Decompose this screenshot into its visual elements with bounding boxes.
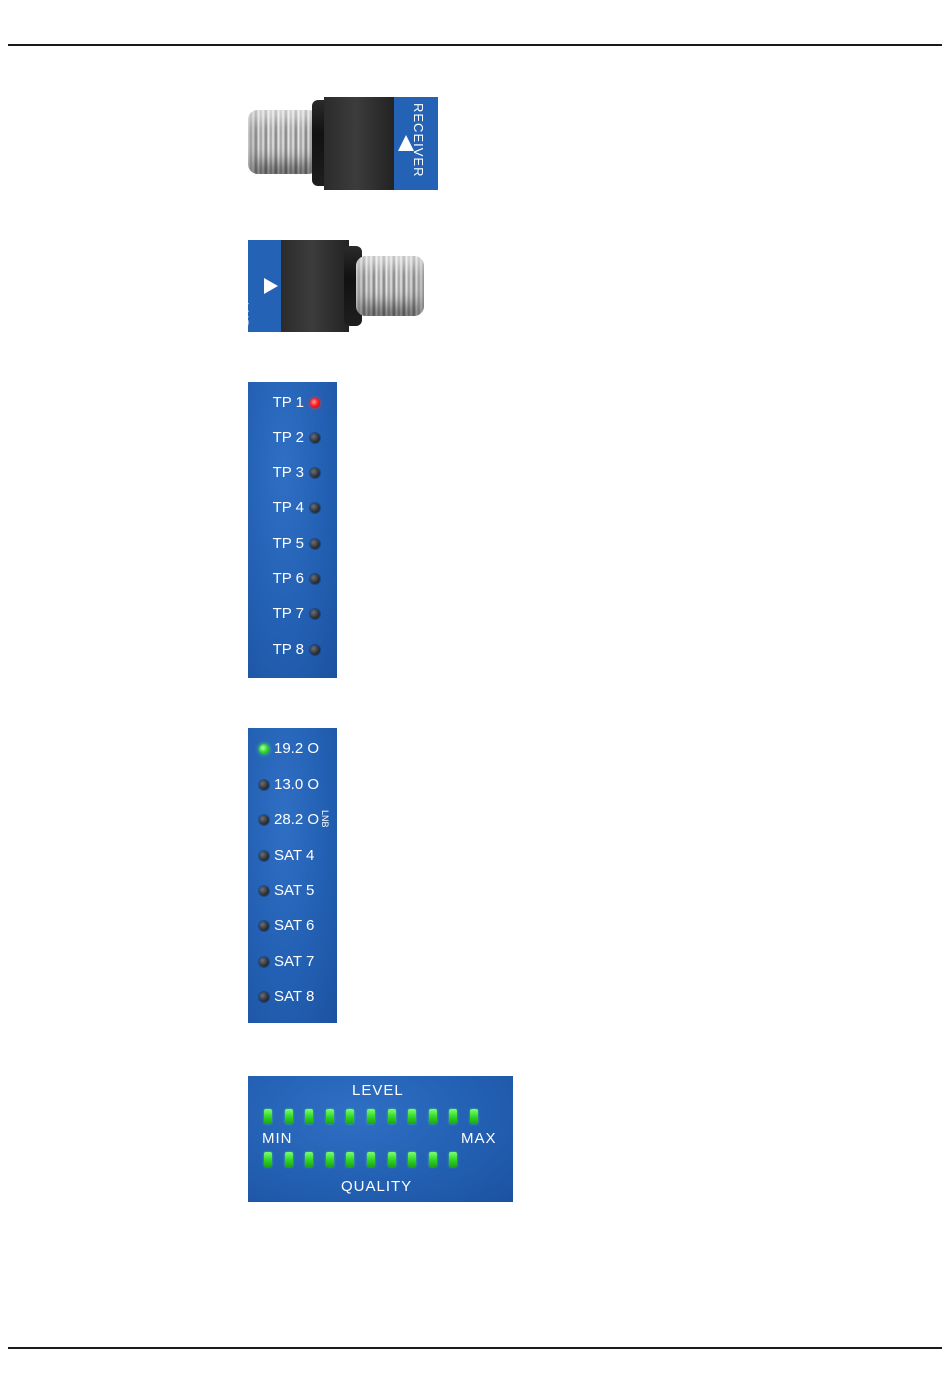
receiver-label: RECEIVER	[411, 103, 426, 177]
triangle-right-icon	[264, 278, 278, 294]
bar-segment	[408, 1109, 416, 1124]
tp-label: TP 2	[273, 428, 304, 448]
lnb-connector-figure: LNB	[248, 240, 424, 332]
sat-row: SAT 5	[248, 881, 336, 901]
tp-label: TP 8	[273, 640, 304, 660]
led-indicator-icon	[310, 645, 320, 655]
bar-segment	[346, 1109, 354, 1124]
sat-row: SAT 7	[248, 952, 336, 972]
bar-segment	[429, 1152, 437, 1167]
sat-row: SAT 4	[248, 846, 336, 866]
tp-label: TP 7	[273, 604, 304, 624]
tp-row: TP 3	[248, 463, 336, 483]
footer-rule	[8, 1347, 942, 1349]
level-quality-panel: LEVEL MIN MAX QUALITY	[248, 1076, 513, 1202]
lnb-label: LNB	[237, 302, 251, 328]
sat-row: 13.0 O	[248, 775, 336, 795]
f-connector-thread	[356, 256, 424, 316]
sat-label: SAT 6	[274, 916, 314, 936]
led-indicator-icon	[259, 780, 269, 790]
bar-segment	[264, 1152, 272, 1167]
led-indicator-icon	[310, 539, 320, 549]
bar-segment	[429, 1109, 437, 1124]
tp-row: TP 4	[248, 498, 336, 518]
tp-label: TP 6	[273, 569, 304, 589]
led-indicator-icon	[310, 574, 320, 584]
led-indicator-icon	[259, 992, 269, 1002]
bar-segment	[367, 1109, 375, 1124]
tp-label: TP 1	[273, 393, 304, 413]
sat-row: 19.2 O	[248, 739, 336, 759]
bar-segment	[326, 1152, 334, 1167]
bar-segment	[305, 1109, 313, 1124]
sat-label: 28.2 O	[274, 810, 319, 830]
led-indicator-icon	[310, 468, 320, 478]
bar-segment	[264, 1109, 272, 1124]
bar-segment	[388, 1109, 396, 1124]
max-label: MAX	[461, 1130, 497, 1147]
connector-body	[281, 240, 349, 332]
bar-segment	[326, 1109, 334, 1124]
led-indicator-icon	[310, 609, 320, 619]
min-label: MIN	[262, 1130, 293, 1147]
tp-label: TP 5	[273, 534, 304, 554]
receiver-connector-figure: RECEIVER	[248, 97, 438, 190]
quality-bar	[264, 1152, 494, 1168]
tp-row: TP 5	[248, 534, 336, 554]
bar-segment	[408, 1152, 416, 1167]
bar-segment	[285, 1109, 293, 1124]
sat-label: SAT 5	[274, 881, 314, 901]
lnb-side-label: LNB	[320, 810, 330, 828]
quality-label: QUALITY	[341, 1178, 412, 1195]
bar-segment	[449, 1109, 457, 1124]
sat-row: SAT 6	[248, 916, 336, 936]
connector-body	[324, 97, 394, 190]
tp-row: TP 7	[248, 604, 336, 624]
sat-indicator-panel: 19.2 O 13.0 O 28.2 O LNB SAT 4 SAT 5 SAT…	[248, 728, 337, 1023]
sat-label: SAT 8	[274, 987, 314, 1007]
lnb-tag: LNB	[248, 240, 281, 332]
level-label: LEVEL	[352, 1082, 404, 1099]
tp-row: TP 1	[248, 393, 336, 413]
bar-segment	[367, 1152, 375, 1167]
bar-segment	[388, 1152, 396, 1167]
led-indicator-icon	[310, 433, 320, 443]
led-indicator-icon	[259, 886, 269, 896]
sat-label: SAT 4	[274, 846, 314, 866]
led-indicator-icon	[259, 851, 269, 861]
bar-segment	[285, 1152, 293, 1167]
led-indicator-icon	[310, 503, 320, 513]
bar-segment	[305, 1152, 313, 1167]
f-connector-thread	[248, 110, 318, 174]
led-indicator-icon	[259, 921, 269, 931]
sat-label: 19.2 O	[274, 739, 319, 759]
level-bar	[264, 1109, 494, 1125]
tp-label: TP 4	[273, 498, 304, 518]
tp-row: TP 6	[248, 569, 336, 589]
led-indicator-icon	[259, 957, 269, 967]
header-rule	[8, 44, 942, 46]
bar-segment	[470, 1109, 478, 1124]
led-indicator-icon	[259, 744, 269, 754]
tp-label: TP 3	[273, 463, 304, 483]
tp-row: TP 2	[248, 428, 336, 448]
led-indicator-icon	[259, 815, 269, 825]
sat-label: 13.0 O	[274, 775, 319, 795]
sat-label: SAT 7	[274, 952, 314, 972]
tp-row: TP 8	[248, 640, 336, 660]
sat-row: SAT 8	[248, 987, 336, 1007]
tp-indicator-panel: TP 1 TP 2 TP 3 TP 4 TP 5 TP 6 TP 7 TP 8	[248, 382, 337, 678]
receiver-tag: RECEIVER	[394, 97, 438, 190]
bar-segment	[346, 1152, 354, 1167]
led-indicator-icon	[310, 398, 320, 408]
bar-segment	[449, 1152, 457, 1167]
